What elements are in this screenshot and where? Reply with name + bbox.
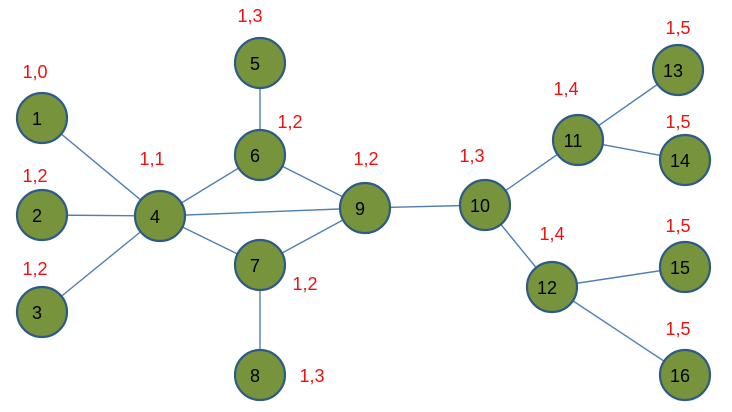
node-label-14: 14 [670,151,690,171]
node-label-6: 6 [250,146,260,166]
node-9: 9 [338,181,392,235]
node-label-15: 15 [670,258,690,278]
node-value-13: 1,5 [665,18,690,38]
node-value-5: 1,3 [237,6,262,26]
node-circle-8 [233,348,287,402]
node-11: 11 [551,113,605,167]
edge-4-9 [159,207,366,217]
node-label-1: 1 [32,109,42,129]
node-label-11: 11 [564,131,583,151]
node-6: 6 [233,128,287,182]
node-10: 10 [458,178,512,232]
node-8: 8 [233,348,287,402]
node-circle-1 [15,91,69,145]
node-value-10: 1,3 [459,146,484,166]
node-value-7: 1,2 [292,274,317,294]
node-value-2: 1,2 [22,166,47,186]
node-1: 1 [15,91,69,145]
node-circle-5 [233,36,287,90]
edge-12-16 [551,286,686,376]
node-value-6: 1,2 [277,112,302,132]
node-circle-14 [658,133,712,187]
node-value-1: 1,0 [22,62,47,82]
node-13: 13 [651,43,705,97]
node-circle-11 [551,113,605,167]
node-value-16: 1,5 [665,319,690,339]
node-4: 4 [133,189,187,243]
node-label-7: 7 [250,256,260,276]
node-value-11: 1,4 [553,79,578,99]
node-12: 12 [525,260,579,314]
node-circle-12 [525,260,579,314]
node-value-12: 1,4 [539,224,564,244]
node-circle-16 [658,348,712,402]
node-2: 2 [15,188,69,242]
node-label-2: 2 [32,206,42,226]
node-16: 16 [658,348,712,402]
node-value-9: 1,2 [353,149,378,169]
node-circle-2 [15,188,69,242]
node-label-4: 4 [150,207,160,227]
node-value-14: 1,5 [665,112,690,132]
node-5: 5 [233,36,287,90]
node-value-8: 1,3 [299,366,324,386]
node-value-4: 1,1 [139,149,164,169]
node-value-3: 1,2 [22,259,47,279]
node-circle-6 [233,128,287,182]
node-circle-4 [133,189,187,243]
node-label-9: 9 [355,199,365,219]
node-circle-15 [658,240,712,294]
node-3: 3 [15,285,69,339]
node-label-5: 5 [250,54,260,74]
node-circle-13 [651,43,705,97]
node-label-13: 13 [663,61,683,81]
node-circle-10 [458,178,512,232]
node-value-15: 1,5 [665,216,690,236]
node-label-3: 3 [32,303,42,323]
node-label-16: 16 [670,366,690,386]
node-7: 7 [233,238,287,292]
node-label-10: 10 [470,196,490,216]
node-label-12: 12 [537,278,557,298]
values-layer: 1,0 1,2 1,2 1,1 1,3 1,2 1,2 1,3 1,2 1,3 1,4 1,4 1,5 1… [22,6,690,386]
node-circle-7 [233,238,287,292]
node-15: 15 [658,240,712,294]
node-circle-9 [338,181,392,235]
node-circle-3 [15,285,69,339]
node-label-8: 8 [250,366,260,386]
node-14: 14 [658,133,712,187]
